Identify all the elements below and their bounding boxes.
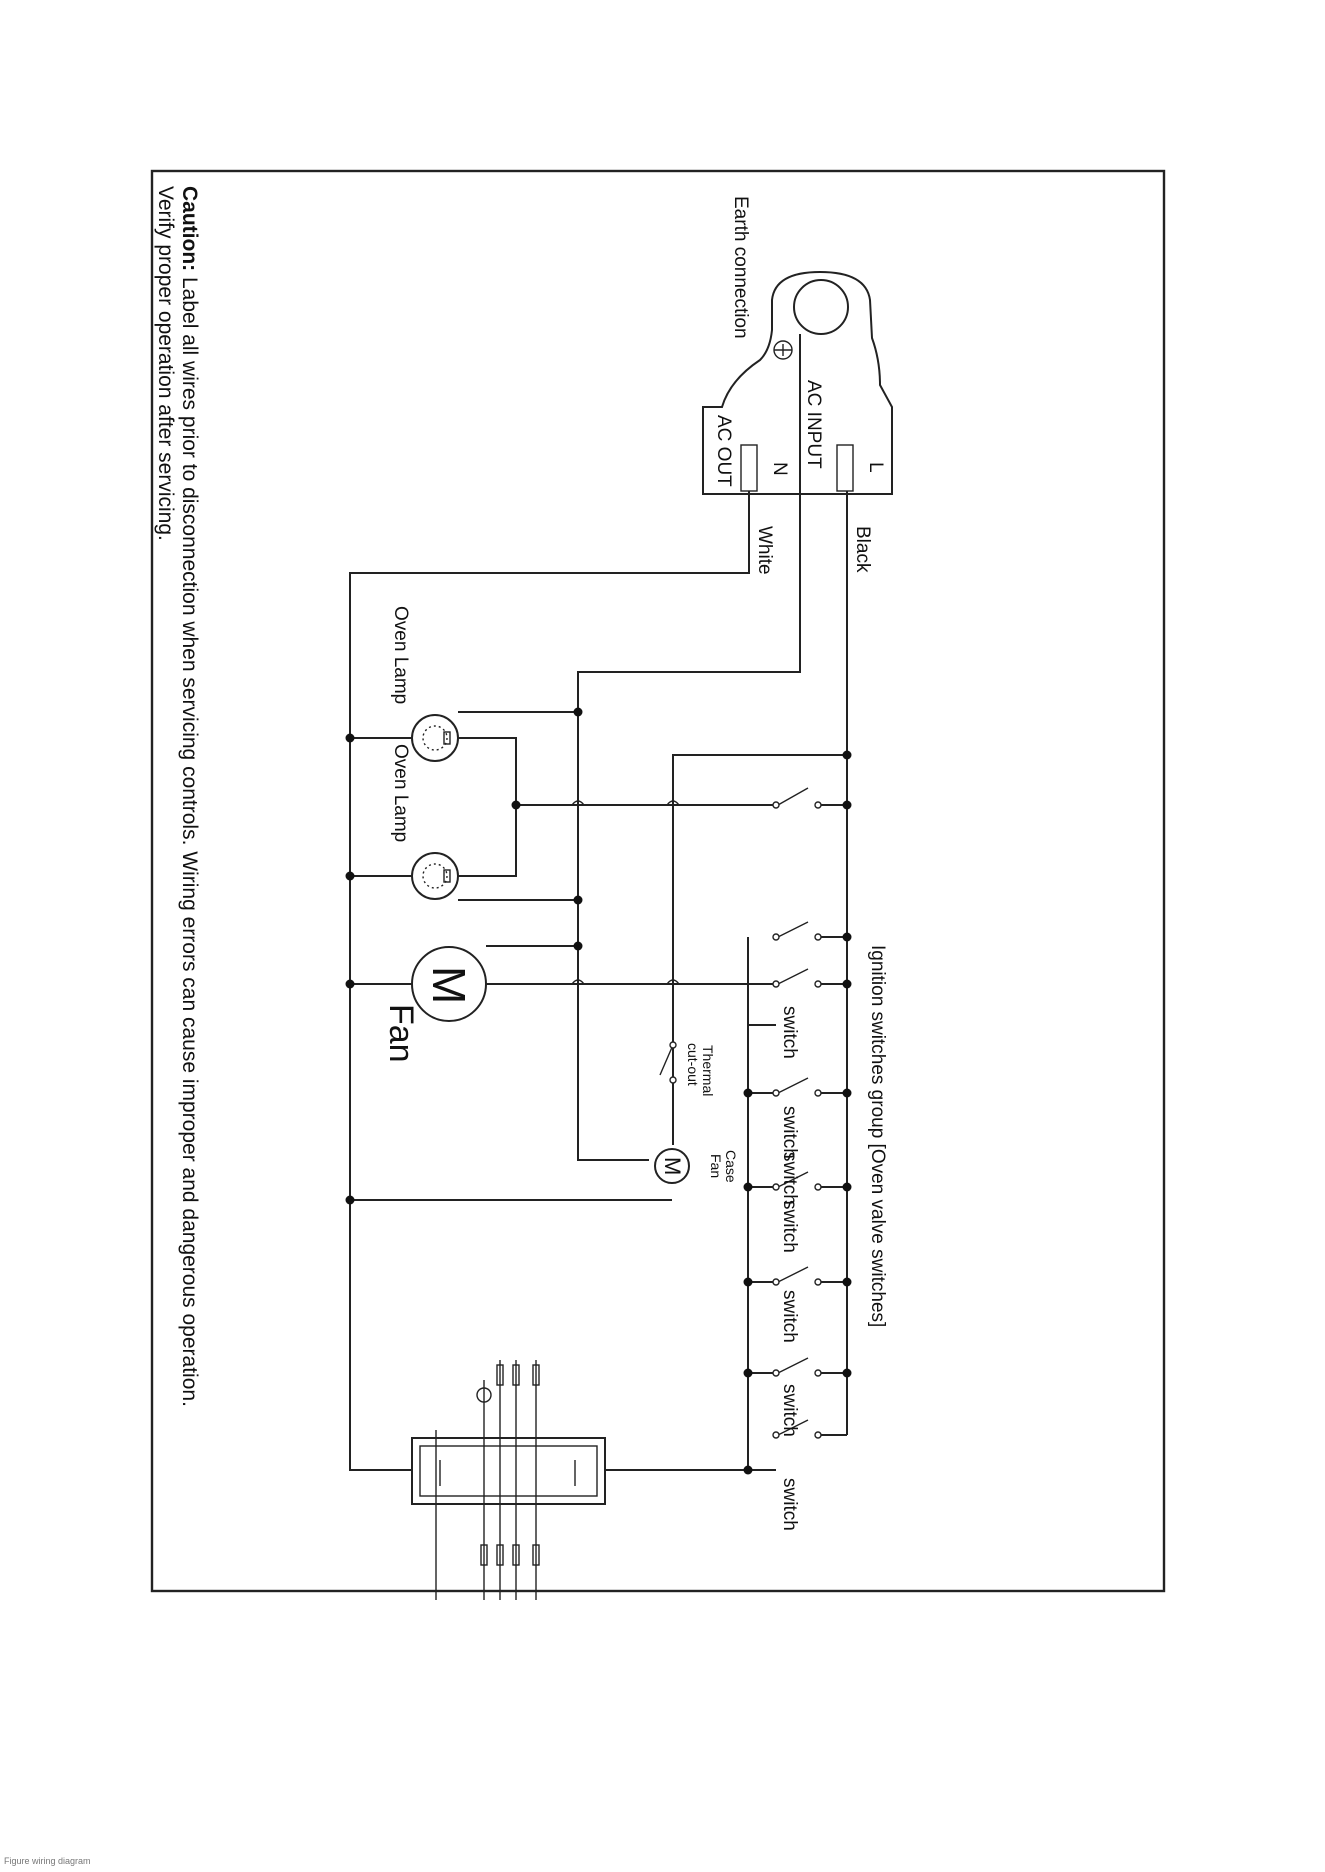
mounting-hole bbox=[793, 279, 849, 335]
diagram-frame bbox=[150, 169, 1166, 1593]
l-label: L bbox=[865, 462, 886, 473]
switch-label-1: switch bbox=[779, 1006, 800, 1059]
black-wire-label: Black bbox=[852, 526, 873, 573]
cutout-label: cut-out bbox=[685, 1043, 701, 1086]
ignition-unit bbox=[411, 1360, 606, 1600]
ac-input-label: AC INPUT bbox=[803, 380, 824, 469]
earth-label: Earth connection bbox=[730, 196, 751, 339]
case-label: Case bbox=[723, 1150, 739, 1183]
fan-label: Fan bbox=[382, 1004, 420, 1063]
switch-label-4: switch bbox=[779, 1200, 800, 1253]
oven-lamp-2 bbox=[411, 852, 459, 900]
ground-terminal-icon bbox=[476, 1387, 492, 1403]
caution-note: Caution: Label all wires prior to discon… bbox=[153, 186, 201, 1606]
wiring bbox=[349, 334, 848, 1471]
caution-title: Caution: bbox=[178, 186, 201, 272]
thermal-label: Thermal bbox=[700, 1045, 716, 1096]
oven-lamp-label-2: Oven Lamp bbox=[390, 744, 411, 842]
oven-lamp-label-1: Oven Lamp bbox=[390, 606, 411, 704]
n-label: N bbox=[769, 462, 790, 476]
junction-dots bbox=[345, 707, 852, 1475]
terminal-block bbox=[702, 270, 893, 495]
switch-group-label: Ignition switches group [Oven valve swit… bbox=[867, 945, 888, 1327]
terminal-l bbox=[836, 444, 854, 492]
switch-symbols bbox=[659, 801, 822, 1439]
caution-line-1: Label all wires prior to disconnection w… bbox=[178, 271, 201, 1407]
switch-label-2: switch bbox=[779, 1106, 800, 1159]
switch-label-7: switch bbox=[779, 1478, 800, 1531]
case-fan-motor bbox=[654, 1148, 690, 1184]
white-wire-label: White bbox=[754, 526, 775, 575]
terminal-n bbox=[740, 444, 758, 492]
oven-lamp-1 bbox=[411, 714, 459, 762]
ac-out-label: AC OUT bbox=[713, 415, 734, 487]
fan-motor bbox=[411, 946, 487, 1022]
switch-label-3: switch bbox=[779, 1152, 800, 1205]
footer-text: Figure wiring diagram bbox=[4, 1856, 91, 1866]
case-fan-label: Fan bbox=[708, 1154, 724, 1178]
case-fan-motor-letter: M bbox=[660, 1157, 685, 1175]
caution-line-2: Verify proper operation after servicing. bbox=[154, 186, 177, 541]
switch-label-6: switch bbox=[779, 1384, 800, 1437]
switch-label-5: switch bbox=[779, 1290, 800, 1343]
fan-motor-letter: M bbox=[423, 966, 475, 1004]
